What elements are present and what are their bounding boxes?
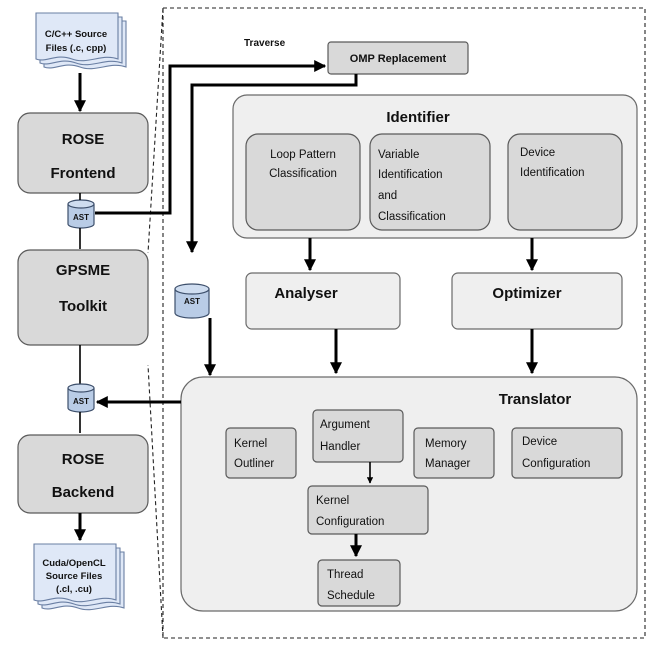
argument-handler-line1: Argument [320,419,371,431]
kernel-outliner-line2: Outliner [234,458,274,470]
analyser-label: Analyser [274,285,338,302]
optimizer-label: Optimizer [492,285,561,302]
output-files-line3: (.cl, .cu) [56,584,92,595]
ast-cylinder-toolkit: AST [174,283,210,319]
argument-handler-box [312,409,404,463]
ast-label: AST [184,297,200,306]
loop-pattern-line2: Classification [269,168,337,180]
output-files-line2: Source Files [46,571,103,582]
device-identification-line1: Device [520,147,555,159]
variable-line4: Classification [378,211,446,223]
source-files-label-line1: C/C++ Source [45,29,107,40]
kernel-outliner-line1: Kernel [234,438,267,450]
device-configuration-line2: Configuration [522,458,590,470]
ast-label: AST [73,213,89,222]
ast-cylinder-frontend: AST [67,199,95,229]
kernel-outliner-box [225,427,297,479]
rose-backend-line1: ROSE [62,451,105,468]
thread-schedule-box [317,559,401,607]
memory-manager-line2: Manager [425,458,471,470]
device-configuration-line1: Device [522,436,557,448]
variable-line1: Variable [378,149,419,161]
gpsme-toolkit-box: GPSME Toolkit [17,249,149,346]
translator-title: Translator [499,391,572,408]
device-identification-box [507,133,623,231]
thread-schedule-line1: Thread [327,569,363,581]
identifier-title: Identifier [386,109,450,126]
analyser-box: Analyser [245,272,401,330]
traverse-label: Traverse [244,38,286,49]
gpsme-line1: GPSME [56,262,110,279]
loop-pattern-line1: Loop Pattern [270,149,336,161]
memory-manager-line1: Memory [425,438,467,450]
output-files-stack: Cuda/OpenCL Source Files (.cl, .cu) [33,543,125,611]
output-files-line1: Cuda/OpenCL [42,558,106,569]
translator-panel: Translator Kernel Outliner Argument Hand… [180,376,638,612]
rose-frontend-box: ROSE Frontend [17,112,149,194]
gpsme-line2: Toolkit [59,298,107,315]
argument-handler-line2: Handler [320,441,360,453]
source-files-stack: C/C++ Source Files (.c, cpp) [35,12,127,70]
rose-backend-box: ROSE Backend [17,434,149,514]
source-files-label-line2: Files (.c, cpp) [46,43,107,54]
optimizer-box: Optimizer [451,272,623,330]
rose-frontend-line1: ROSE [62,131,105,148]
device-identification-line2: Identification [520,167,585,179]
ast-cylinder-backend: AST [67,383,95,413]
rose-backend-line2: Backend [52,484,115,501]
memory-manager-box [413,427,495,479]
rose-frontend-line2: Frontend [51,165,116,182]
device-configuration-box [511,427,623,479]
identifier-panel: Identifier Loop Pattern Classification V… [232,94,638,239]
kernel-configuration-line2: Configuration [316,516,384,528]
variable-identification-box [369,133,491,231]
kernel-configuration-line1: Kernel [316,495,349,507]
ast-label: AST [73,397,89,406]
variable-line2: Identification [378,169,443,181]
thread-schedule-line2: Schedule [327,590,375,602]
omp-replacement-label: OMP Replacement [350,53,447,65]
loop-pattern-box [245,133,361,231]
kernel-configuration-box [307,485,429,535]
omp-replacement-box: OMP Replacement [327,41,469,75]
variable-line3: and [378,190,397,202]
